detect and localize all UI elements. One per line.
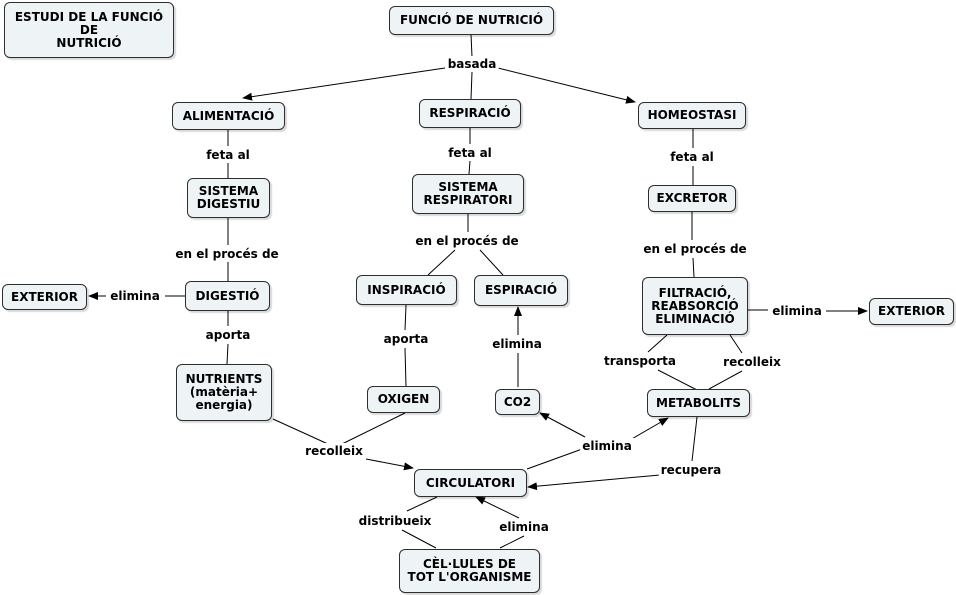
link-recolleix-metabolits: recolleix xyxy=(721,354,783,370)
link-recolleix-circulatori: recolleix xyxy=(303,443,365,459)
link-feta-al-homeostasi: feta al xyxy=(668,149,716,165)
link-recupera: recupera xyxy=(658,462,724,478)
link-transporta: transporta xyxy=(601,353,679,369)
link-proces-digestiu: en el procés de xyxy=(173,246,281,262)
node-excretor[interactable]: EXCRETOR xyxy=(648,185,736,212)
node-sistema-digestiu[interactable]: SISTEMA DIGESTIU xyxy=(187,178,270,218)
link-basada: basada xyxy=(445,56,499,72)
link-elimina-digestio: elimina xyxy=(108,288,162,304)
link-elimina-circulatori: elimina xyxy=(580,438,634,454)
node-circulatori[interactable]: CIRCULATORI xyxy=(414,469,527,497)
link-elimina-cellules: elimina xyxy=(497,519,551,535)
node-inspiracio[interactable]: INSPIRACIÓ xyxy=(356,275,457,305)
link-aporta-oxigen: aporta xyxy=(381,331,431,347)
node-co2[interactable]: CO2 xyxy=(495,389,540,415)
node-exterior-left[interactable]: EXTERIOR xyxy=(2,284,87,310)
link-elimina-co2: elimina xyxy=(490,336,544,352)
node-espiracio[interactable]: ESPIRACIÓ xyxy=(474,275,568,306)
link-feta-al-respiracio: feta al xyxy=(446,145,494,161)
title-box: ESTUDI DE LA FUNCIÓ DE NUTRICIÓ xyxy=(4,2,174,58)
node-oxigen[interactable]: OXIGEN xyxy=(367,386,440,413)
node-digestio[interactable]: DIGESTIÓ xyxy=(185,281,270,311)
node-filtracio-reabsorcio-eliminacio[interactable]: FILTRACIÓ, REABSORCIÓ ELIMINACIÓ xyxy=(642,277,748,335)
node-metabolits[interactable]: METABOLITS xyxy=(647,389,750,417)
node-respiracio[interactable]: RESPIRACIÓ xyxy=(419,99,521,128)
link-proces-respiratori: en el procés de xyxy=(413,233,521,249)
node-exterior-right[interactable]: EXTERIOR xyxy=(869,298,954,325)
node-homeostasi[interactable]: HOMEOSTASI xyxy=(638,102,746,129)
node-sistema-respiratori[interactable]: SISTEMA RESPIRATORI xyxy=(412,174,524,214)
node-cellules[interactable]: CÈL·LULES DE TOT L'ORGANISME xyxy=(399,549,540,593)
link-proces-excretor: en el procés de xyxy=(641,241,749,257)
node-nutrients[interactable]: NUTRIENTS (matèria+ energia) xyxy=(176,364,272,421)
link-feta-al-alimentacio: feta al xyxy=(204,147,252,163)
node-alimentacio[interactable]: ALIMENTACIÓ xyxy=(172,102,285,130)
link-distribueix: distribueix xyxy=(356,513,434,529)
link-elimina-filtracio: elimina xyxy=(770,303,824,319)
node-funcio-nutricio[interactable]: FUNCIÓ DE NUTRICIÓ xyxy=(389,6,554,35)
link-aporta-nutrients: aporta xyxy=(203,327,253,343)
